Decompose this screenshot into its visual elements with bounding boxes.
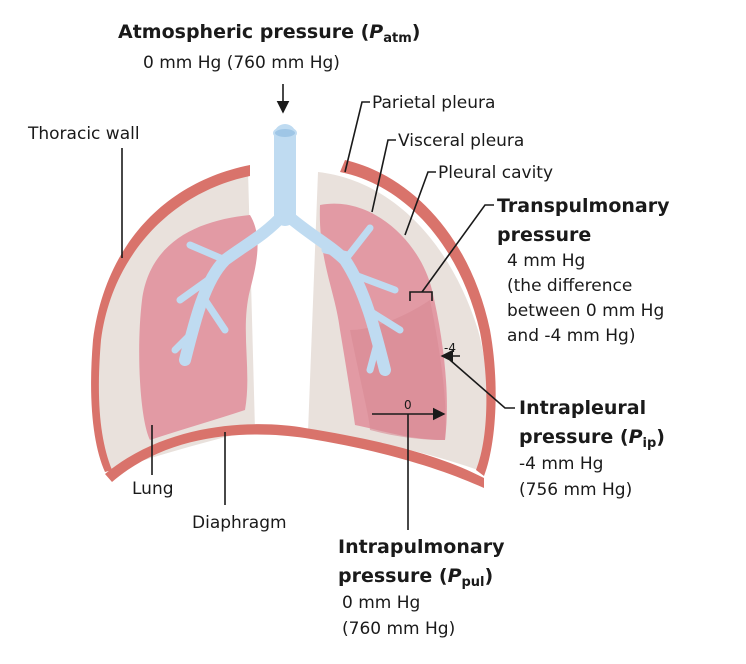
intrapleural-line: (756 mm Hg): [519, 480, 632, 500]
intrapulmonary-line: 0 mm Hg: [342, 593, 420, 613]
leader-transpulmonary: [421, 204, 494, 293]
intrapleural-marker: -4: [444, 341, 456, 355]
transpulmonary-line: 4 mm Hg: [507, 251, 585, 271]
transpulmonary-title-1: Transpulmonary: [497, 195, 670, 217]
intrapleural-title-2: pressure (Pip): [519, 426, 665, 451]
intrapleural-line: -4 mm Hg: [519, 454, 603, 474]
bronchial-tree: [171, 124, 404, 376]
leader-visceral: [371, 139, 396, 213]
intrapulmonary-line: (760 mm Hg): [342, 619, 455, 639]
atmospheric-value: 0 mm Hg (760 mm Hg): [143, 53, 340, 73]
leader-parietal: [344, 101, 370, 173]
label-pleural-cavity: Pleural cavity: [438, 163, 553, 183]
intrapulmonary-title-1: Intrapulmonary: [338, 536, 505, 558]
trachea-opening: [273, 127, 297, 139]
transpulmonary-title-2: pressure: [497, 224, 591, 246]
label-thoracic-wall: Thoracic wall: [27, 124, 140, 144]
transpulmonary-line: between 0 mm Hg: [507, 301, 664, 321]
intrapleural-title-1: Intrapleural: [519, 397, 646, 419]
label-diaphragm: Diaphragm: [192, 513, 287, 533]
label-parietal-pleura: Parietal pleura: [372, 93, 495, 113]
left-thoracic-wall: [91, 165, 250, 472]
transpulmonary-line: and -4 mm Hg): [507, 326, 635, 346]
transpulmonary-line: (the difference: [507, 276, 632, 296]
leader-intrapleural: [449, 359, 515, 409]
label-visceral-pleura: Visceral pleura: [398, 131, 524, 151]
transpulmonary-bracket: [409, 291, 433, 301]
leader-cavity: [404, 171, 436, 236]
label-lung: Lung: [132, 479, 174, 499]
intrapulmonary-title-2: pressure (Ppul): [338, 565, 493, 590]
intrapulmonary-marker: 0: [404, 398, 412, 412]
atmospheric-title: Atmospheric pressure (Patm): [118, 21, 420, 46]
